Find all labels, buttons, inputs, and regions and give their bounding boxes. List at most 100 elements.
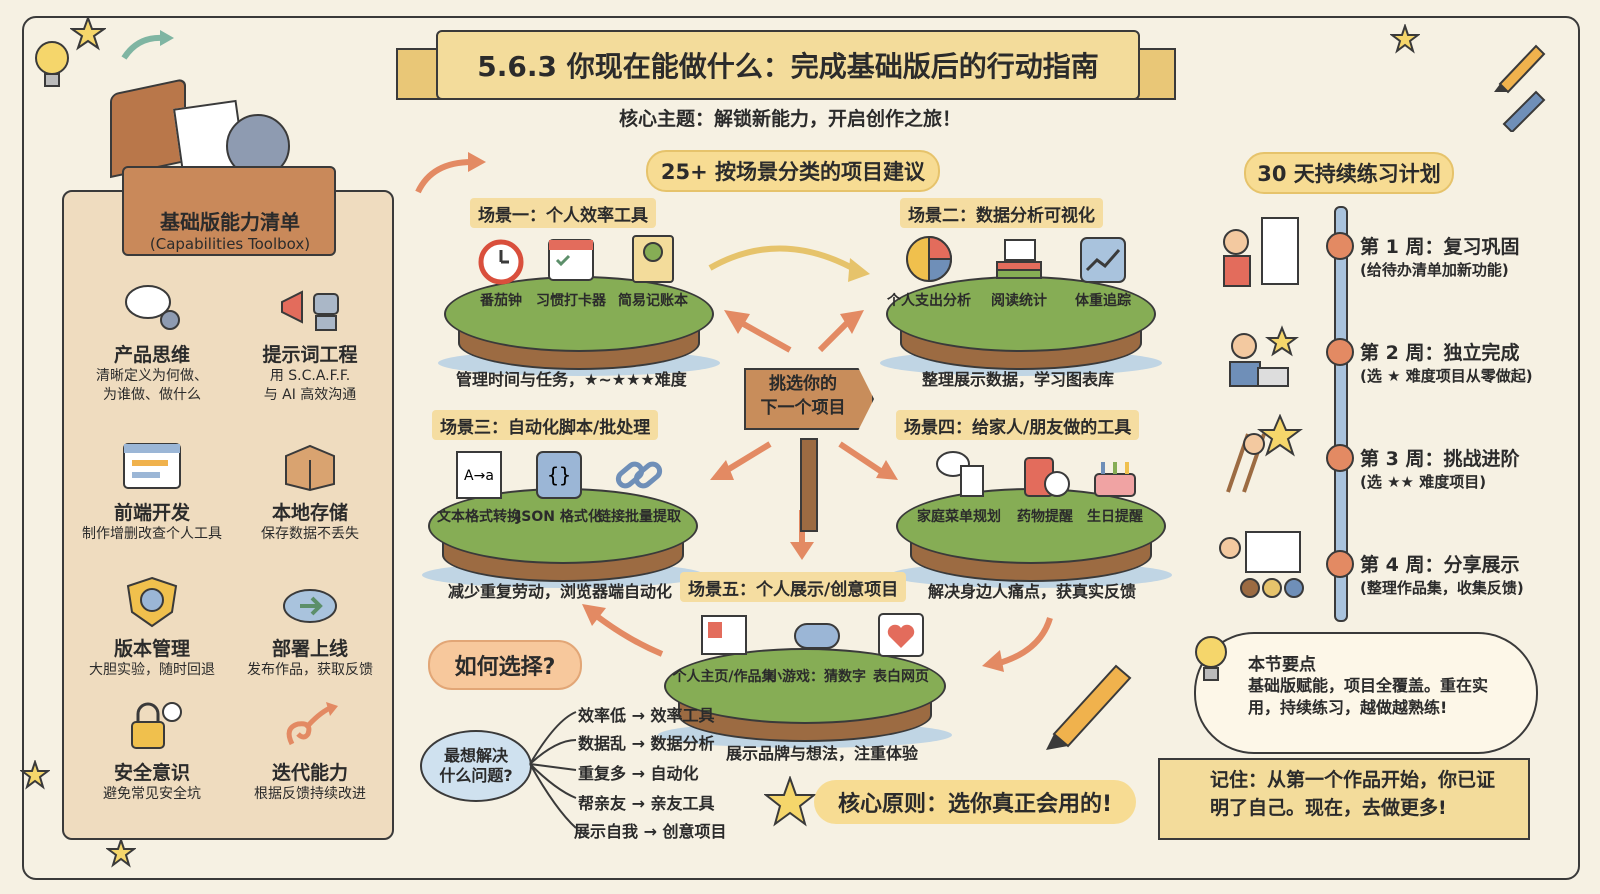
capability-desc: 与 AI 高效沟通 <box>263 387 357 403</box>
star-icon <box>106 838 136 868</box>
project-item: 简易记账本 <box>598 232 708 310</box>
pie-chart-icon <box>906 235 953 283</box>
pencil-icon <box>1494 44 1546 94</box>
star-icon <box>20 760 50 790</box>
plan-heading: 30 天持续练习计划 <box>1244 152 1454 194</box>
capability-frontend: 前端开发 制作增删改查个人工具 <box>78 440 226 544</box>
box-icon <box>285 444 335 492</box>
project-item: {} JSON 格式化 <box>504 448 614 526</box>
project-item: 药物提醒 <box>990 448 1100 526</box>
scene-2-note: 整理展示数据，学习图表库 <box>922 370 1115 389</box>
week-title: 第 3 周：挑战进阶 <box>1360 448 1520 470</box>
week-title: 第 1 周：复习巩固 <box>1360 236 1520 258</box>
scene-2-label: 场景二：数据分析可视化 <box>900 198 1103 228</box>
project-name: 番茄钟 <box>480 293 522 309</box>
browser-window-icon <box>123 443 181 489</box>
timeline-dot <box>1326 232 1354 260</box>
page-title: 5.6.3 你现在能做什么：完成基础版后的行动指南 <box>436 30 1140 100</box>
mapping-item: 效率低 → 效率工具 <box>578 706 715 725</box>
spiral-arrow-icon <box>286 702 338 746</box>
project-name: JSON 格式化 <box>516 509 602 525</box>
person-clipboard-icon <box>1223 217 1299 287</box>
project-item: 阅读统计 <box>964 232 1074 310</box>
signpost-text: 挑选你的 下一个项目 <box>748 372 858 420</box>
toolbox-title: 基础版能力清单 (Capabilities Toolbox) <box>120 206 340 253</box>
project-item: 体重追踪 <box>1048 232 1158 310</box>
presentation-audience-icon <box>1219 531 1304 598</box>
week-1: 第 1 周：复习巩固 (给待办清单加新功能) <box>1360 232 1519 280</box>
text-convert-icon: A→a <box>456 451 502 499</box>
project-name: 个人主页/作品集 <box>672 669 776 685</box>
mapping-item: 重复多 → 自动化 <box>578 764 699 783</box>
star-icon <box>1390 24 1420 54</box>
scene-4-note: 解决身边人痛点，获真实反馈 <box>928 582 1137 601</box>
svg-text:{}: {} <box>547 463 571 487</box>
lightbulb-icon <box>35 41 69 87</box>
summary-body: 基础版赋能，项目全覆盖。重在实用，持续练习，越做越熟练! <box>1248 676 1489 717</box>
star-icon <box>764 776 816 827</box>
week-title: 第 2 周：独立完成 <box>1360 342 1520 364</box>
week-title: 第 4 周：分享展示 <box>1360 554 1520 576</box>
pencil-icon <box>1046 664 1132 750</box>
arrow-curve-icon <box>121 30 174 60</box>
star-icon <box>70 16 106 51</box>
game-controller-icon <box>794 623 840 649</box>
shield-clock-icon <box>126 576 178 628</box>
project-name: 阅读统计 <box>991 293 1047 309</box>
mapping-item: 帮亲友 → 亲友工具 <box>578 794 715 813</box>
capability-deploy: 部署上线 发布作品，获取反馈 <box>236 576 384 680</box>
page-frame <box>22 16 1580 880</box>
capability-name: 安全意识 <box>113 762 190 784</box>
capability-name: 本地存储 <box>271 502 348 524</box>
json-braces-icon: {} <box>536 451 582 499</box>
capability-name: 部署上线 <box>271 638 348 660</box>
project-item: A→a 文本格式转换 <box>424 448 534 526</box>
week-4: 第 4 周：分享展示 (整理作品集，收集反馈) <box>1360 550 1524 598</box>
question-line: 什么问题? <box>439 766 513 785</box>
timeline-dot <box>1326 550 1354 578</box>
capability-desc: 为谁做、做什么 <box>103 387 201 403</box>
toolbox-chest-icon <box>110 77 336 256</box>
project-item: 小游戏：猜数字 <box>762 608 872 686</box>
remember-banner <box>1158 758 1530 840</box>
scene-2-island <box>880 276 1162 376</box>
scene-5-note: 展示品牌与想法，注重体验 <box>726 744 919 763</box>
person-laptop-icon <box>1229 325 1299 387</box>
arrow-icon <box>982 617 1053 672</box>
medicine-clock-icon <box>1024 457 1070 497</box>
project-name: 表白网页 <box>873 669 929 685</box>
project-name: 小游戏：猜数字 <box>768 669 866 685</box>
project-item: 生日提醒 <box>1060 448 1170 526</box>
project-item: 个人支出分析 <box>874 232 984 310</box>
birthday-cake-icon <box>1094 462 1136 497</box>
week-desc: (给待办清单加新功能) <box>1360 261 1509 279</box>
capability-security: 安全意识 避免常见安全坑 <box>78 700 226 804</box>
arrow-icon <box>415 152 486 194</box>
summary-cloud <box>1194 632 1538 754</box>
timeline-dot <box>1326 444 1354 472</box>
week-3: 第 3 周：挑战进阶 (选 ★★ 难度项目) <box>1360 444 1519 492</box>
timeline <box>1334 206 1348 622</box>
heart-webpage-icon <box>878 613 924 657</box>
project-name: 链接批量提取 <box>597 509 681 525</box>
capability-local-storage: 本地存储 保存数据不丢失 <box>236 440 384 544</box>
toolbox-title-text: 基础版能力清单 <box>160 210 300 234</box>
project-name: 个人支出分析 <box>887 293 971 309</box>
scene-4-island <box>890 488 1172 588</box>
capability-name: 迭代能力 <box>271 762 348 784</box>
capability-desc: 用 S.C.A.F.F. <box>269 368 351 384</box>
signpost-board <box>744 368 874 430</box>
project-item: 习惯打卡器 <box>516 232 626 310</box>
books-chart-icon <box>996 239 1042 279</box>
remember-text: 记住：从第一个作品开始，你已证明了自己。现在，去做更多! <box>1210 769 1496 819</box>
svg-text:A→a: A→a <box>464 468 494 484</box>
chain-link-icon <box>615 461 663 489</box>
capability-name: 提示词工程 <box>262 344 358 366</box>
arrow-icon <box>582 604 664 657</box>
profile-card-icon <box>701 615 747 655</box>
scene-1-label: 场景一：个人效率工具 <box>470 198 656 228</box>
signpost <box>800 438 818 532</box>
capability-desc: 根据反馈持续改进 <box>254 786 366 802</box>
capability-desc: 避免常见安全坑 <box>103 786 201 802</box>
page-subtitle: 核心主题：解锁新能力，开启创作之旅！ <box>618 108 961 130</box>
